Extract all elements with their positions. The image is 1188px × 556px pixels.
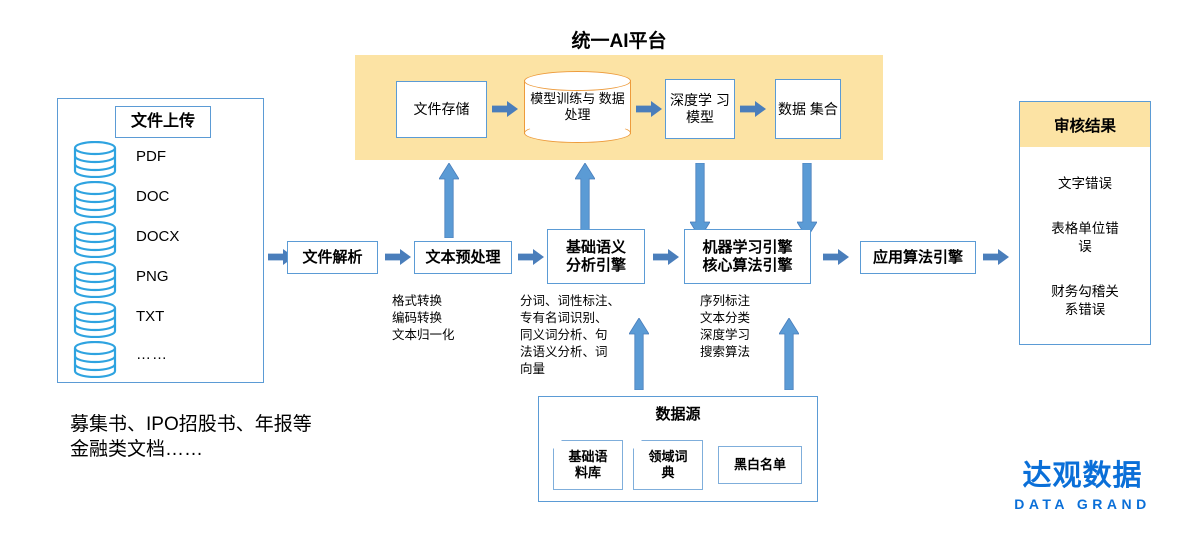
datasource-title: 数据源 xyxy=(655,406,701,423)
file-type-item: PNG xyxy=(136,268,169,285)
database-disc-icon xyxy=(73,341,117,378)
platform-node-deep-learning-model[interactable]: 深度学 习模型 xyxy=(665,79,735,139)
pipeline-step-label: 机器学习引擎 核心算法引擎 xyxy=(702,238,793,274)
file-type-item: TXT xyxy=(136,308,165,325)
file-upload-header-label: 文件上传 xyxy=(130,112,195,130)
pipeline-step-application-engine[interactable]: 应用算法引擎 xyxy=(860,241,976,274)
arrow-right-icon xyxy=(983,249,1009,265)
arrow-right-icon xyxy=(385,249,411,265)
file-type-item: …… xyxy=(136,346,168,363)
platform-node-label: 文件存储 xyxy=(413,101,470,118)
pipeline-step-label: 基础语义 分析引擎 xyxy=(565,238,626,274)
database-disc-icon xyxy=(73,261,117,298)
platform-node-data-collection[interactable]: 数据 集合 xyxy=(775,79,841,139)
pipeline-step-semantic-engine[interactable]: 基础语义 分析引擎 xyxy=(547,229,645,284)
datasource-item-blacklist-whitelist[interactable]: 黑白名单 xyxy=(718,446,802,484)
pipeline-step-label: 应用算法引擎 xyxy=(872,248,963,266)
audit-result-item: 表格单位错 误 xyxy=(1051,221,1119,254)
arrow-down-icon xyxy=(690,163,710,238)
pipeline-note-text-preprocess: 格式转换 编码转换 文本归一化 xyxy=(392,294,455,342)
database-disc-icon xyxy=(73,221,117,258)
pipeline-step-label: 文本预处理 xyxy=(425,248,501,266)
platform-title: 统一AI平台 xyxy=(571,31,667,52)
file-upload-header: 文件上传 xyxy=(115,106,211,138)
audit-result-header-label: 审核结果 xyxy=(1053,117,1116,135)
datasource-item-corpus[interactable]: 基础语 料库 xyxy=(553,440,623,490)
platform-node-model-training[interactable]: 模型训练与 数据处理 xyxy=(524,71,631,143)
file-upload-panel xyxy=(57,98,264,383)
platform-node-label: 数据 集合 xyxy=(778,100,838,117)
arrow-right-icon xyxy=(492,101,518,117)
database-disc-icon xyxy=(73,141,117,178)
datasource-item-label: 领域词 典 xyxy=(648,449,688,480)
arrow-right-icon xyxy=(636,101,662,117)
pipeline-note-ml-engine: 序列标注 文本分类 深度学习 搜索算法 xyxy=(700,294,751,359)
pipeline-step-text-preprocess[interactable]: 文本预处理 xyxy=(414,241,512,274)
database-disc-icon xyxy=(73,301,117,338)
audit-result-item: 文字错误 xyxy=(1058,175,1112,191)
audit-result-header: 审核结果 xyxy=(1019,101,1151,147)
datasource-item-label: 黑白名单 xyxy=(733,457,786,473)
pipeline-step-label: 文件解析 xyxy=(302,248,363,266)
arrow-up-icon xyxy=(779,318,799,390)
pipeline-note-semantic-engine: 分词、词性标注、 专有名词识别、 同义词分析、句 法语义分析、词 向量 xyxy=(520,294,621,376)
file-type-item: DOC xyxy=(136,188,170,205)
file-type-item: PDF xyxy=(136,148,166,165)
database-disc-icon xyxy=(73,181,117,218)
upload-caption: 募集书、IPO招股书、年报等 金融类文档…… xyxy=(70,414,312,461)
audit-result-body: 文字错误 表格单位错 误 财务勾稽关 系错误 xyxy=(1019,147,1151,345)
pipeline-step-ml-engine[interactable]: 机器学习引擎 核心算法引擎 xyxy=(684,229,811,284)
arrow-up-icon xyxy=(629,318,649,390)
arrow-up-icon xyxy=(439,163,459,238)
arrow-down-icon xyxy=(797,163,817,238)
audit-result-item: 财务勾稽关 系错误 xyxy=(1051,284,1119,317)
arrow-right-icon xyxy=(823,249,849,265)
datasource-item-domain-dictionary[interactable]: 领域词 典 xyxy=(633,440,703,490)
cylinder-top xyxy=(524,71,631,91)
arrow-right-icon xyxy=(653,249,679,265)
platform-node-label: 模型训练与 数据处理 xyxy=(530,91,625,122)
brand-logo: 达观数据 DATA GRAND xyxy=(1000,460,1165,512)
file-type-item: DOCX xyxy=(136,228,180,245)
platform-node-file-storage[interactable]: 文件存储 xyxy=(396,81,487,138)
cylinder-bottom xyxy=(524,123,631,143)
arrow-up-icon xyxy=(575,163,595,238)
brand-logo-cn: 达观数据 xyxy=(1022,460,1143,492)
brand-logo-en: DATA GRAND xyxy=(1014,496,1151,512)
datasource-item-label: 基础语 料库 xyxy=(568,449,608,480)
platform-node-label: 深度学 习模型 xyxy=(670,92,730,125)
pipeline-step-file-parse[interactable]: 文件解析 xyxy=(287,241,378,274)
arrow-right-icon xyxy=(740,101,766,117)
arrow-right-icon xyxy=(518,249,544,265)
